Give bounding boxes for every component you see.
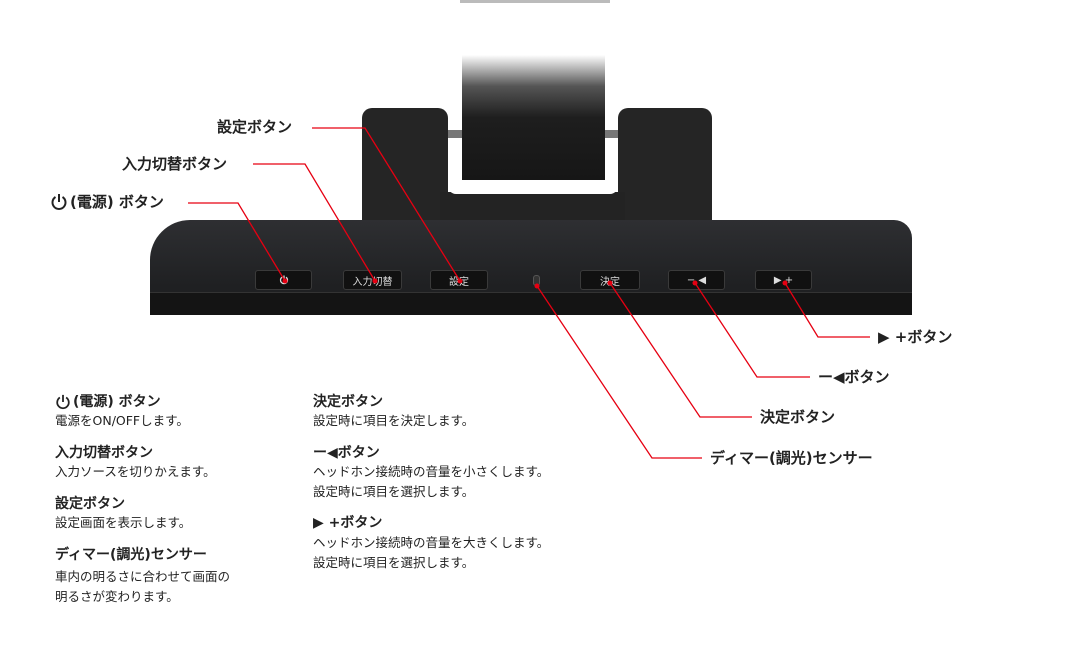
desc-power-text: 電源をON/OFFします。 (55, 413, 189, 428)
desc-plus-text: ヘッドホン接続時の音量を大きくします。 (313, 535, 550, 550)
leader-minus (694, 282, 810, 378)
desc-settings-text: 設定画面を表示します。 (55, 515, 192, 530)
leader-settings (312, 127, 461, 282)
stand-top (460, 0, 610, 3)
leader-input (253, 163, 376, 282)
bracket-left-arm (362, 108, 448, 223)
input-switch-button[interactable]: 入力切替 (343, 270, 402, 290)
callout-minus: ー◀ボタン (818, 368, 890, 386)
desc-dimmer-title: ディマー(調光)センサー (55, 547, 207, 563)
bracket-base (440, 192, 625, 223)
desc-enter-text: 設定時に項目を決定します。 (313, 413, 475, 428)
leader-dot (534, 283, 540, 289)
power-icon (51, 194, 67, 210)
desc-input-title: 入力切替ボタン (55, 445, 153, 461)
desc-settings-title: 設定ボタン (55, 496, 125, 512)
desc-power-title: (電源) ボタン (55, 393, 161, 411)
callout-plus: ▶ +ボタン (878, 328, 953, 346)
leader-dot (457, 278, 463, 284)
minus-button[interactable]: − ◀ (668, 270, 725, 290)
leader-dot (372, 278, 378, 284)
plus-button[interactable]: ▶ + (755, 270, 812, 290)
bracket-right-arm (618, 108, 712, 223)
leader-enter (609, 282, 752, 418)
monitor-bottom-edge (150, 292, 912, 315)
desc-minus-title: ー◀ボタン (313, 445, 380, 461)
callout-input: 入力切替ボタン (122, 155, 228, 173)
desc-input-text: 入力ソースを切りかえます。 (55, 464, 216, 479)
leader-power (188, 202, 286, 282)
desc-dimmer-text: 明るさが変わります。 (55, 589, 179, 604)
hinge-pin (605, 130, 618, 138)
desc-plus-text: 設定時に項目を選択します。 (313, 555, 475, 570)
leader-dot (282, 278, 288, 284)
desc-plus-title: ▶ +ボタン (313, 515, 383, 531)
desc-enter-title: 決定ボタン (313, 394, 383, 410)
mount-stem (462, 55, 605, 180)
leader-dot (782, 280, 788, 286)
desc-dimmer-text: 車内の明るさに合わせて画面の (55, 569, 231, 584)
callout-power: (電源) ボタン (50, 193, 164, 211)
callout-settings: 設定ボタン (217, 118, 293, 136)
callout-dimmer: ディマー(調光)センサー (710, 449, 873, 467)
leader-dimmer (536, 285, 702, 459)
desc-minus-text: 設定時に項目を選択します。 (313, 484, 475, 499)
callout-enter: 決定ボタン (760, 408, 836, 426)
leader-plus (784, 282, 870, 338)
power-icon (56, 394, 70, 410)
leader-dot (607, 280, 613, 286)
hinge-pin (448, 130, 462, 138)
desc-minus-text: ヘッドホン接続時の音量を小さくします。 (313, 464, 550, 479)
leader-dot (692, 280, 698, 286)
